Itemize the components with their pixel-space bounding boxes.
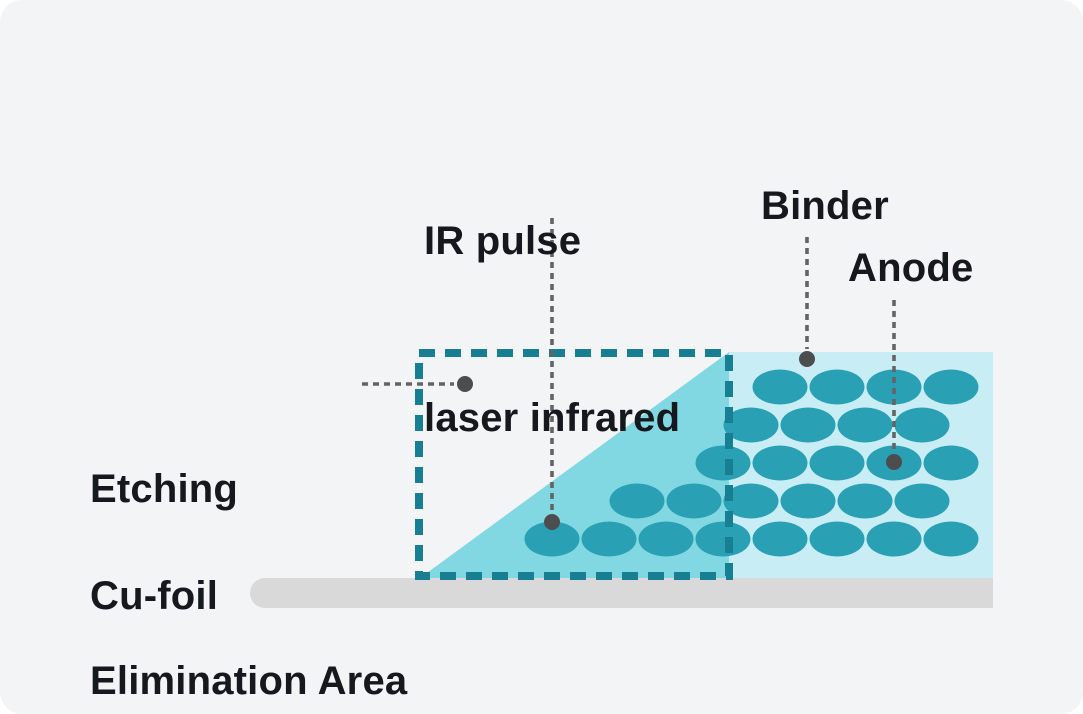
anode-particle — [923, 521, 979, 557]
anode-particle — [609, 483, 665, 519]
label-binder: Binder — [761, 184, 889, 228]
anode-particle — [894, 407, 950, 443]
label-line-1: IR pulse — [424, 219, 582, 263]
anode-particle — [894, 483, 950, 519]
anode-particle — [809, 521, 865, 557]
label-ir-pulse-laser: IR pulse laser infrared — [424, 94, 680, 566]
leader-dot-ir-laser — [544, 514, 560, 530]
label-line-2: laser infrared — [424, 396, 681, 440]
label-etching-elimination-area: Etching Elimination Area — [90, 329, 407, 714]
anode-particle — [837, 407, 893, 443]
leader-dot-binder — [799, 351, 815, 367]
label-line-2: Elimination Area — [90, 659, 408, 703]
label-line-1: Etching — [90, 467, 239, 511]
etching-elimination-outline — [415, 349, 733, 580]
anode-particle — [638, 521, 694, 557]
anode-particle — [837, 483, 893, 519]
leader-dot-etching — [457, 376, 473, 392]
anode-particle — [923, 369, 979, 405]
label-cu-foil: Cu-foil — [90, 574, 219, 618]
etched-wedge — [420, 352, 729, 578]
anode-particle — [866, 369, 922, 405]
anode-particle — [752, 369, 808, 405]
anode-particle — [752, 445, 808, 481]
anode-particle — [780, 483, 836, 519]
anode-particle — [923, 445, 979, 481]
anode-particle — [695, 521, 751, 557]
anode-particle — [752, 521, 808, 557]
anode-particle — [866, 521, 922, 557]
label-anode: Anode — [848, 246, 974, 290]
anode-particle — [723, 483, 779, 519]
anode-particle — [723, 407, 779, 443]
cu-foil-bar — [250, 578, 993, 608]
leader-dot-anode — [886, 454, 902, 470]
anode-particle — [695, 445, 751, 481]
anode-particle — [581, 521, 637, 557]
anode-particle — [780, 407, 836, 443]
anode-particle — [809, 445, 865, 481]
anode-particle — [524, 521, 580, 557]
anode-particle — [666, 483, 722, 519]
anode-particle — [809, 369, 865, 405]
